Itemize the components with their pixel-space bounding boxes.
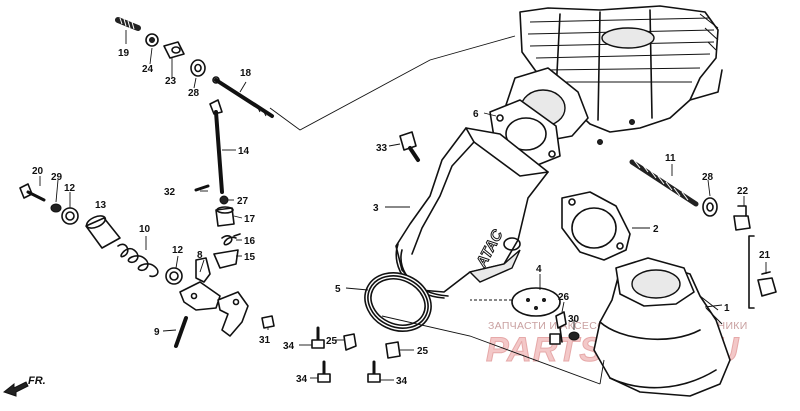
callout-10: 10 xyxy=(139,224,151,235)
callout-12-left: 12 xyxy=(64,183,76,194)
callout-25-right: 25 xyxy=(417,346,429,357)
spring-10 xyxy=(117,243,159,278)
callout-11: 11 xyxy=(665,153,676,164)
rod-14 xyxy=(209,99,224,194)
leader-lines xyxy=(39,30,767,381)
clamp-band-5 xyxy=(364,272,432,332)
screw-26 xyxy=(555,311,567,343)
bushing-23 xyxy=(163,41,185,59)
callout-25-left: 25 xyxy=(326,336,338,347)
front-direction-arrow: FR. xyxy=(2,375,46,397)
callout-2: 2 xyxy=(653,224,659,235)
callout-12-right: 12 xyxy=(172,245,184,256)
callout-28-left: 28 xyxy=(188,88,200,99)
cap-24 xyxy=(145,33,159,47)
screw-31 xyxy=(261,315,275,329)
callout-15: 15 xyxy=(244,252,256,263)
arm-15 xyxy=(213,249,239,269)
bolt-20 xyxy=(19,183,46,202)
callout-3: 3 xyxy=(373,203,379,214)
spring-16 xyxy=(221,233,241,246)
callout-24: 24 xyxy=(142,64,154,75)
seal-12-left xyxy=(61,207,79,225)
bracket-13 xyxy=(179,281,221,311)
seal-12-right xyxy=(165,267,183,285)
callout-6: 6 xyxy=(473,109,479,120)
bolt-22 xyxy=(733,205,751,231)
bolt-34-b xyxy=(317,360,331,383)
screw-small xyxy=(549,333,561,345)
lever-8 xyxy=(195,257,211,283)
washer-30 xyxy=(568,331,580,341)
shaft-18 xyxy=(212,76,274,118)
callout-33: 33 xyxy=(376,143,388,154)
callout-22: 22 xyxy=(737,186,749,197)
washer-28-left xyxy=(190,59,206,77)
callout-34-c: 34 xyxy=(396,376,408,387)
inset-box-21 xyxy=(748,235,777,309)
clip-27 xyxy=(219,195,229,205)
collar-17 xyxy=(215,206,235,227)
callout-23: 23 xyxy=(165,76,177,87)
bolt-34-a xyxy=(311,326,325,349)
callout-30: 30 xyxy=(568,314,580,325)
exhaust-pipe-1 xyxy=(593,257,731,397)
callout-numbers: 1 2 3 4 5 6 8 9 10 11 12 12 13 14 15 16 … xyxy=(32,48,771,387)
front-direction-label: FR. xyxy=(28,375,46,387)
spring-19 xyxy=(115,17,141,31)
stud-11 xyxy=(629,159,699,207)
callout-1: 1 xyxy=(724,303,730,314)
callout-9: 9 xyxy=(154,327,160,338)
bracket-25-b xyxy=(385,341,401,359)
sleeve-13 xyxy=(85,215,121,249)
callout-18: 18 xyxy=(240,68,252,79)
pin-9 xyxy=(174,316,188,348)
valve-plate-4 xyxy=(470,287,561,317)
callout-17: 17 xyxy=(244,214,256,225)
callout-13: 13 xyxy=(95,200,107,211)
callout-14: 14 xyxy=(238,146,250,157)
bracket-25-a xyxy=(343,333,357,351)
pin-32 xyxy=(194,184,210,192)
callout-32: 32 xyxy=(164,187,176,198)
bolt-33 xyxy=(399,131,420,162)
lever-7 xyxy=(217,291,249,337)
callout-34-a: 34 xyxy=(283,341,295,352)
gasket-2 xyxy=(561,191,631,261)
callout-34-b: 34 xyxy=(296,374,308,385)
callout-8: 8 xyxy=(197,250,203,261)
callout-19: 19 xyxy=(118,48,130,59)
callout-20: 20 xyxy=(32,166,44,177)
callout-29: 29 xyxy=(51,172,63,183)
callout-27: 27 xyxy=(237,196,249,207)
callout-26: 26 xyxy=(558,292,570,303)
callout-16: 16 xyxy=(244,236,256,247)
bolt-34-c xyxy=(367,360,381,383)
callout-5: 5 xyxy=(335,284,341,295)
washer-29 xyxy=(50,203,62,213)
callout-21: 21 xyxy=(759,250,771,261)
atac-chamber-3: ATAC xyxy=(395,127,549,299)
callout-28-right: 28 xyxy=(702,172,714,183)
callout-4: 4 xyxy=(536,264,542,275)
callout-31: 31 xyxy=(259,335,271,346)
nut-28-right xyxy=(702,197,718,217)
